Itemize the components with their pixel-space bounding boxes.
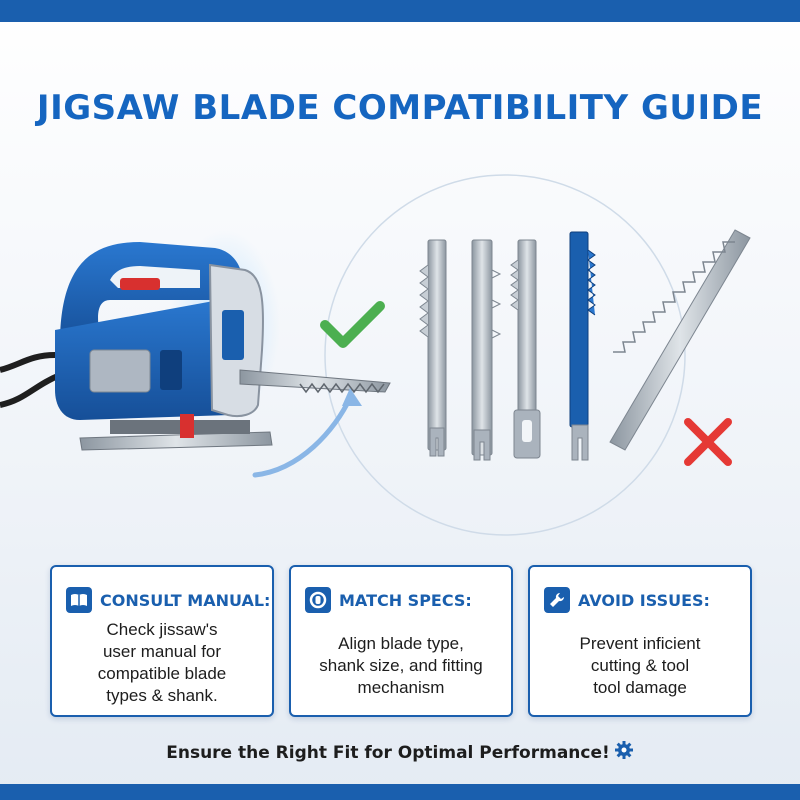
footer-tagline: Ensure the Right Fit for Optimal Perform… bbox=[166, 742, 610, 763]
page-title: JIGSAW BLADE COMPATIBILITY GUIDE bbox=[36, 88, 764, 128]
jigsaw-icon bbox=[0, 230, 391, 451]
card-title: CONSULT MANUAL: bbox=[100, 590, 271, 610]
card-line: Align blade type, bbox=[338, 634, 464, 653]
card-consult-manual: CONSULT MANUAL: Check jissaw's user manu… bbox=[50, 565, 274, 717]
blade-t-shank-2 bbox=[471, 239, 502, 461]
gauge-icon bbox=[305, 587, 331, 613]
card-description: Check jissaw's user manual for compatibl… bbox=[64, 619, 260, 707]
gear-icon bbox=[614, 740, 634, 765]
card-header: AVOID ISSUES: bbox=[544, 587, 740, 613]
card-line: types & shank. bbox=[106, 686, 218, 705]
wrench-icon bbox=[544, 587, 570, 613]
card-line: mechanism bbox=[357, 678, 445, 697]
blade-u-shank bbox=[510, 239, 541, 459]
footer: Ensure the Right Fit for Optimal Perform… bbox=[0, 740, 800, 765]
card-match-specs: MATCH SPECS: Align blade type, shank siz… bbox=[289, 565, 513, 717]
card-line: user manual for bbox=[102, 642, 222, 661]
card-title: AVOID ISSUES: bbox=[578, 590, 710, 610]
checkmark-icon bbox=[320, 301, 385, 348]
card-description: Prevent inficient cutting & tool tool da… bbox=[542, 633, 738, 699]
illustration bbox=[0, 174, 751, 536]
top-band bbox=[0, 0, 800, 22]
blade-incompatible-angled bbox=[609, 229, 751, 451]
card-line: Check jissaw's bbox=[106, 620, 218, 639]
blade-blue-t-shank bbox=[569, 231, 596, 461]
tips-cards: CONSULT MANUAL: Check jissaw's user manu… bbox=[50, 565, 752, 717]
card-header: CONSULT MANUAL: bbox=[66, 587, 270, 613]
blade-t-shank bbox=[419, 239, 447, 457]
card-line: Prevent inficient bbox=[579, 634, 701, 653]
card-title: MATCH SPECS: bbox=[339, 590, 472, 610]
bottom-band bbox=[0, 784, 800, 800]
card-line: shank size, and fitting bbox=[319, 656, 483, 675]
book-icon bbox=[66, 587, 92, 613]
card-line: compatible blade bbox=[97, 664, 227, 683]
focus-circle bbox=[324, 174, 686, 536]
card-description: Align blade type, shank size, and fittin… bbox=[303, 633, 499, 699]
card-line: cutting & tool bbox=[590, 656, 690, 675]
card-line: tool damage bbox=[593, 678, 687, 697]
card-header: MATCH SPECS: bbox=[305, 587, 501, 613]
card-avoid-issues: AVOID ISSUES: Prevent inficient cutting … bbox=[528, 565, 752, 717]
cross-icon bbox=[684, 418, 732, 466]
arrow-icon bbox=[252, 395, 353, 478]
